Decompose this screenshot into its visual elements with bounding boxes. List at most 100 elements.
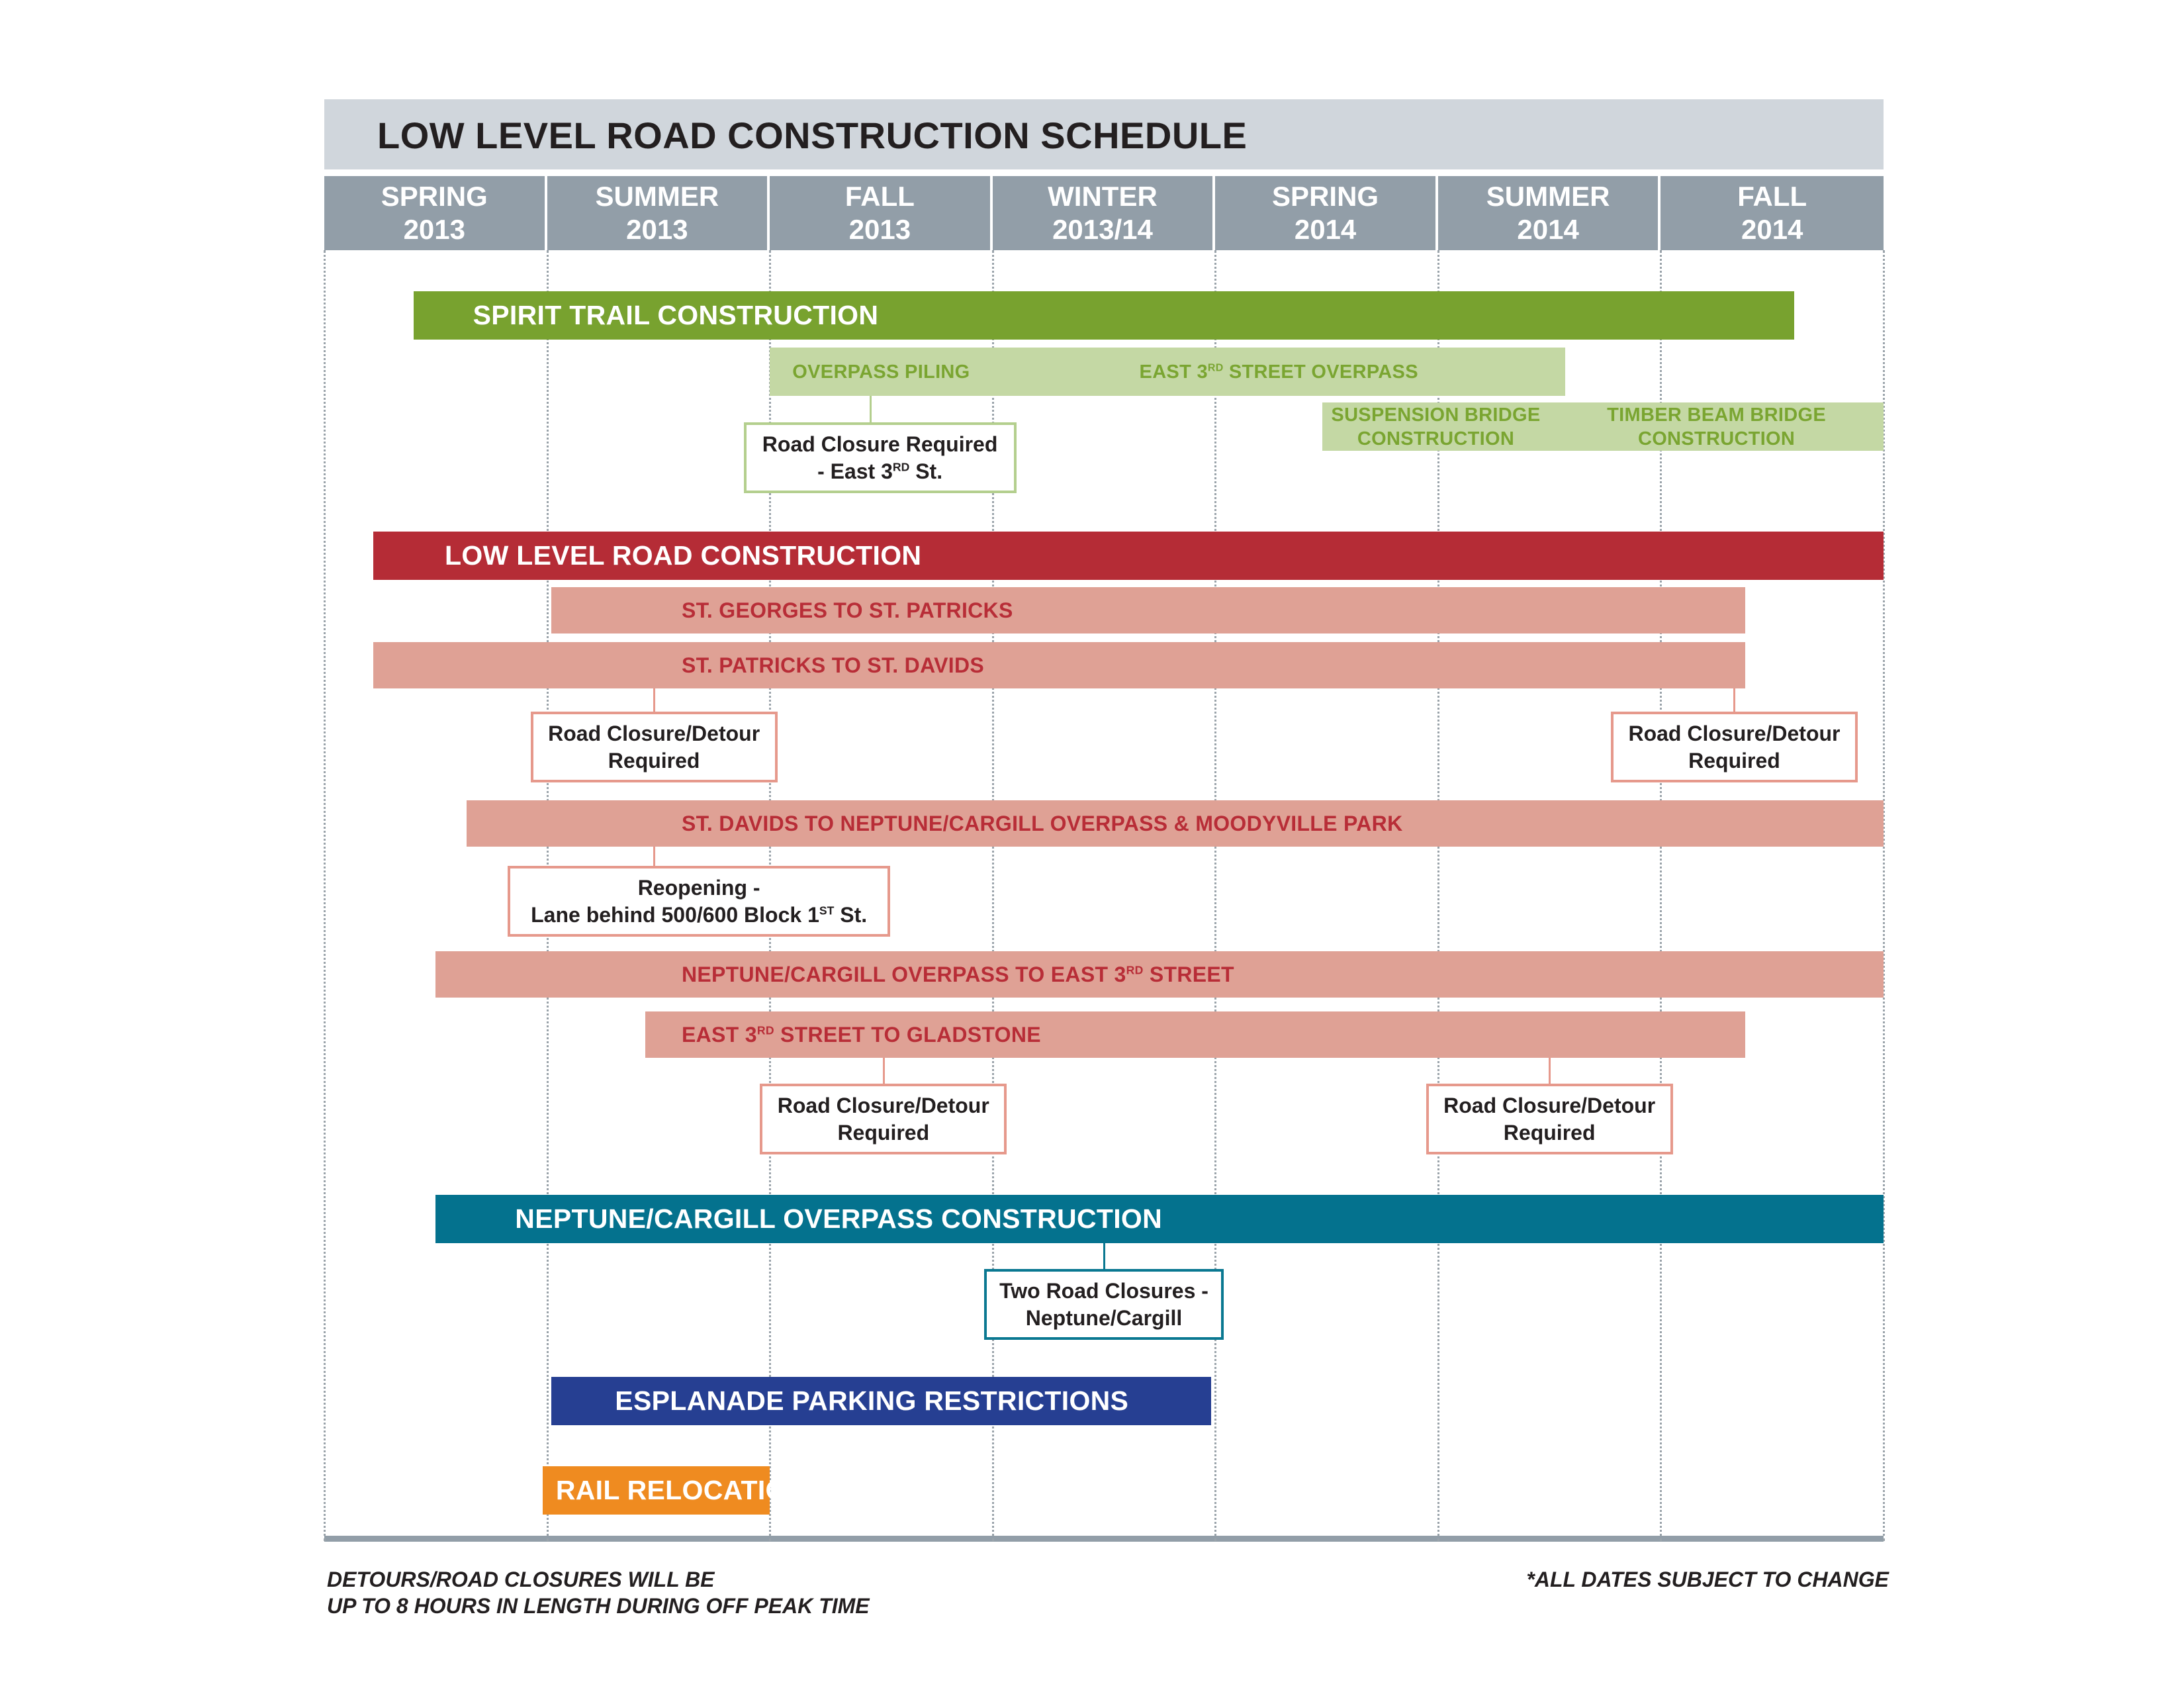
callout-line-2: Lane behind 500/600 Block 1ST St. [531, 902, 867, 929]
task-label-line-2: CONSTRUCTION [1637, 428, 1796, 449]
callout-connector [882, 1058, 885, 1084]
season-year: 2013 [403, 214, 465, 245]
callout-line-2: - East 3RD St. [762, 458, 998, 485]
season-label: SUMMER [1486, 181, 1610, 212]
callout-text: Road Closure Required- East 3RD St. [762, 431, 998, 485]
detour-footnote-line-2: UP TO 8 HOURS IN LENGTH DURING OFF PEAK … [327, 1594, 870, 1618]
task-label: ST. DAVIDS TO NEPTUNE/CARGILL OVERPASS &… [681, 811, 1403, 835]
season-label: FALL [1737, 181, 1807, 212]
task-label: RAIL RELOCATION [555, 1475, 807, 1505]
task-bar-neptune-overpass: NEPTUNE/CARGILL OVERPASS CONSTRUCTION [435, 1195, 1884, 1243]
callout-line-1: Reopening - [637, 875, 760, 900]
callout-connector [1733, 688, 1736, 712]
season-gridline [1660, 250, 1662, 1541]
callout-line-2-superscript: RD [892, 459, 910, 473]
task-bar-east-3rd-overpass: EAST 3RD STREET OVERPASS [992, 348, 1565, 396]
task-label: NEPTUNE/CARGILL OVERPASS CONSTRUCTION [515, 1203, 1162, 1234]
task-label-text-rest: STREET [1143, 962, 1234, 986]
task-label-superscript: RD [1207, 361, 1224, 373]
callout-line-2: Required [837, 1120, 930, 1145]
callout-line-2: Required [1503, 1120, 1596, 1145]
callout-line-2-text-rest: St. [909, 459, 943, 483]
callout-line-2: Required [1688, 748, 1780, 773]
task-label-line-1: TIMBER BEAM BRIDGE [1607, 404, 1826, 426]
callout-line-1: Two Road Closures - [999, 1278, 1208, 1303]
season-year: 2014 [1517, 214, 1579, 245]
task-bar-overpass-piling: OVERPASS PILING [770, 348, 993, 396]
task-label-superscript: RD [1126, 962, 1144, 976]
task-label: EAST 3RD STREET OVERPASS [1140, 360, 1418, 384]
callout-line-1: Road Closure/Detour [1628, 721, 1841, 745]
callout-line-2-text: Lane behind 500/600 Block 1 [531, 902, 819, 927]
callout-closure-e3rd: Road Closure Required- East 3RD St. [743, 422, 1017, 493]
task-label-line-1: SUSPENSION BRIDGE [1331, 404, 1541, 426]
task-label: ST. GEORGES TO ST. PATRICKS [681, 598, 1013, 622]
dates-footnote-text: *ALL DATES SUBJECT TO CHANGE [1526, 1568, 1889, 1591]
callout-line-1: Road Closure/Detour [548, 721, 760, 745]
task-label: SPIRIT TRAIL CONSTRUCTION [473, 300, 879, 330]
task-bar-spirit-trail: SPIRIT TRAIL CONSTRUCTION [413, 291, 1795, 340]
detour-footnote-line-1: DETOURS/ROAD CLOSURES WILL BE [327, 1568, 715, 1591]
task-label: ST. PATRICKS TO ST. DAVIDS [681, 653, 985, 677]
callout-text: Reopening -Lane behind 500/600 Block 1ST… [531, 874, 867, 929]
callout-connector [1549, 1058, 1551, 1084]
callout-line-1: Road Closure Required [762, 432, 998, 456]
callout-connector [869, 396, 872, 422]
season-label: SPRING [381, 181, 488, 212]
title-bar: LOW LEVEL ROAD CONSTRUCTION SCHEDULE [324, 99, 1884, 169]
task-bar-st-patricks: ST. PATRICKS TO ST. DAVIDS [373, 642, 1746, 688]
task-label-text: EAST 3 [681, 1022, 757, 1047]
season-gridline [1214, 250, 1217, 1541]
callout-line-1: Road Closure/Detour [1443, 1093, 1656, 1117]
task-label: ESPLANADE PARKING RESTRICTIONS [615, 1385, 1129, 1416]
callout-text: Two Road Closures -Neptune/Cargill [999, 1278, 1208, 1332]
task-bar-low-level-road: LOW LEVEL ROAD CONSTRUCTION [373, 532, 1884, 580]
callout-connector [1103, 1243, 1105, 1269]
task-label: EAST 3RD STREET TO GLADSTONE [682, 1023, 1041, 1047]
callout-line-2: Required [608, 748, 700, 773]
task-label-superscript: RD [756, 1023, 774, 1037]
task-label-line-2: CONSTRUCTION [1357, 428, 1515, 449]
callout-line-1: Road Closure/Detour [777, 1093, 989, 1117]
callout-connector [653, 688, 656, 712]
task-bar-st-davids: ST. DAVIDS TO NEPTUNE/CARGILL OVERPASS &… [467, 800, 1884, 847]
task-bar-esplanade-parking: ESPLANADE PARKING RESTRICTIONS [551, 1377, 1211, 1425]
callout-line-2: Neptune/Cargill [1025, 1305, 1183, 1330]
season-year: 2013/14 [1052, 214, 1153, 245]
season-gridline [1883, 250, 1885, 1541]
season-year: 2014 [1294, 214, 1357, 245]
task-label: OVERPASS PILING [792, 361, 970, 383]
callout-reopening: Reopening -Lane behind 500/600 Block 1ST… [508, 866, 891, 937]
task-bar-st-georges: ST. GEORGES TO ST. PATRICKS [551, 587, 1746, 633]
task-label: NEPTUNE/CARGILL OVERPASS TO EAST 3RD STR… [682, 962, 1234, 987]
chart-title: LOW LEVEL ROAD CONSTRUCTION SCHEDULE [377, 115, 1248, 156]
season-year: 2014 [1741, 214, 1803, 245]
season-year: 2013 [626, 214, 688, 245]
callout-line-2-superscript: ST [819, 903, 835, 917]
task-label-text-rest: STREET OVERPASS [1223, 361, 1418, 383]
bottom-rule [324, 1536, 1884, 1542]
season-year: 2013 [848, 214, 911, 245]
dates-footnote: *ALL DATES SUBJECT TO CHANGE [1526, 1566, 1889, 1593]
season-label: SPRING [1272, 181, 1379, 212]
task-label-text-rest: STREET TO GLADSTONE [774, 1022, 1041, 1047]
